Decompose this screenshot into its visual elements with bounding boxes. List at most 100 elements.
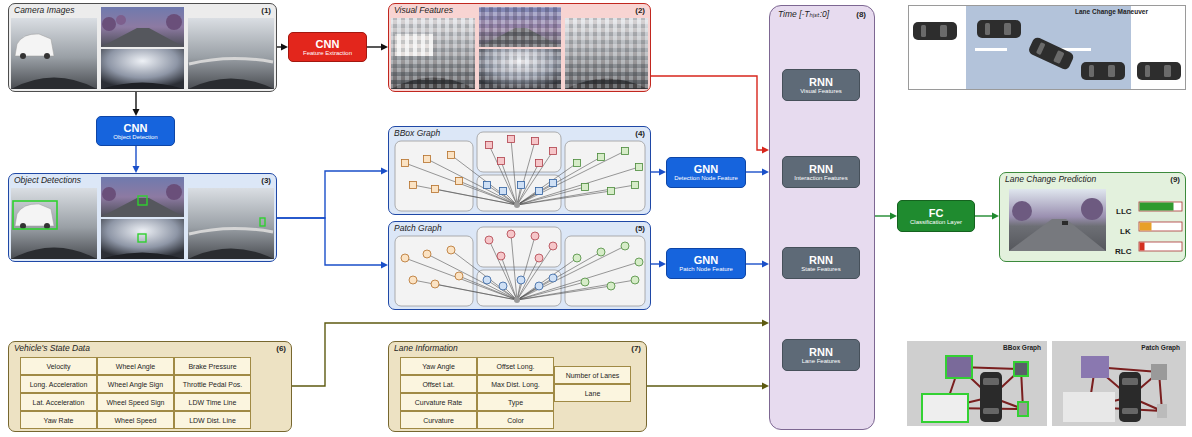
illustration-circle	[409, 276, 417, 284]
object-detections-illustration	[9, 174, 276, 261]
box-subtitle: Interaction Features	[794, 175, 847, 182]
illustration-rect	[565, 18, 648, 89]
illustration-circle	[514, 202, 520, 208]
camera-images-illustration	[9, 4, 276, 91]
illustration-use	[1137, 62, 1181, 80]
illustration-rect	[101, 177, 184, 217]
connector-line	[975, 215, 993, 216]
illustration-rect	[1014, 362, 1028, 376]
illustration-rect	[479, 49, 561, 89]
arrow-head	[659, 261, 666, 268]
illustration-header: BBox Graph	[908, 342, 1046, 351]
illustration-rect	[550, 148, 557, 155]
illustration-rect	[138, 196, 147, 205]
illustration-rect	[983, 378, 999, 385]
callout-number: (2)	[635, 6, 645, 15]
illustration-rect	[1122, 408, 1138, 414]
illustration-rect	[917, 48, 949, 51]
connector-line	[135, 146, 136, 167]
illustration-rect	[456, 178, 463, 185]
connector	[277, 44, 288, 51]
illustration-path	[11, 248, 97, 260]
illustration-rect	[477, 270, 561, 306]
box-subtitle: Detection Node Feature	[674, 175, 738, 182]
illustration-rect	[565, 236, 645, 306]
illustration-polygon	[101, 28, 184, 47]
illustration-rect	[391, 18, 475, 89]
illustration-rect	[980, 372, 1002, 422]
illustration-g	[483, 274, 557, 290]
panel-title: Time [-Tₕᵢₛₜ:0]	[778, 10, 829, 20]
illustration-circle	[531, 232, 539, 240]
connector	[651, 261, 666, 268]
connector	[746, 169, 769, 176]
illustration-rect	[424, 156, 431, 163]
illustration-g	[402, 152, 463, 193]
illustration-circle	[116, 15, 126, 25]
connector	[367, 44, 388, 51]
illustration-rect	[11, 188, 97, 259]
callout-number: (8)	[856, 10, 866, 19]
illustration-rect	[536, 160, 543, 167]
illustration-rect	[1139, 242, 1182, 251]
illustration-rect	[966, 6, 1131, 89]
callout-number: (4)	[635, 129, 645, 138]
illustration-rect	[13, 201, 57, 229]
arrow-head	[762, 320, 769, 327]
box-title: GNN	[694, 163, 718, 175]
connector	[277, 168, 388, 219]
connector-line	[647, 385, 763, 386]
arrow-head	[381, 168, 388, 175]
box-title: GNN	[694, 254, 718, 266]
connector	[875, 213, 897, 220]
illustration-circle	[499, 282, 507, 290]
panel-title: Visual Features	[394, 6, 453, 16]
illustration-path	[15, 204, 54, 226]
patch-graph-illustration	[389, 222, 650, 309]
illustration-rect	[101, 49, 184, 89]
patch-graph-example	[1053, 342, 1185, 425]
illustration-g	[485, 230, 557, 262]
visual-features-illustration	[389, 4, 650, 91]
connector-line	[135, 92, 136, 110]
illustration-g	[573, 242, 643, 290]
illustration-polygon	[1009, 219, 1106, 251]
connector-line	[746, 171, 763, 172]
illustration-rect	[448, 152, 455, 159]
illustration-rect	[1139, 222, 1182, 231]
arrow-head	[381, 262, 388, 269]
detections-panel: Object Detections(3)	[8, 173, 277, 262]
box-subtitle: Visual Features	[800, 88, 842, 95]
illustration-rect	[1062, 221, 1068, 225]
illustration-circle	[549, 274, 557, 282]
box-title: RNN	[809, 163, 833, 175]
illustration-rect	[532, 138, 539, 145]
panel-title: Object Detections	[14, 176, 81, 186]
illustration-rect	[188, 18, 274, 89]
illustration-title: Patch Graph	[1141, 344, 1180, 351]
illustration-path	[101, 253, 184, 260]
illustration-circle	[166, 14, 182, 30]
arrow-head	[890, 213, 897, 220]
illustration-circle	[1012, 201, 1032, 221]
connector	[975, 213, 999, 220]
illustration-rect	[479, 49, 561, 89]
panel-title: Patch Graph	[394, 224, 442, 234]
illustration-rect	[922, 394, 968, 422]
box-title: RNN	[809, 346, 833, 358]
illustration-rect	[508, 136, 515, 143]
arrow-head	[281, 44, 288, 51]
illustration-rect	[1009, 189, 1106, 251]
illustration-rect	[1157, 404, 1167, 418]
callout-number: (1)	[261, 6, 271, 15]
time-panel: Time [-Tₕᵢₛₜ:0](8)RNNVisual FeaturesRNNI…	[769, 5, 875, 430]
data-panel: Lane Information(7)	[388, 341, 647, 432]
illustration-rect	[188, 188, 274, 259]
illustration-rect	[498, 158, 505, 165]
illustration-rect	[632, 182, 639, 189]
illustration-circle	[423, 250, 431, 258]
panel-title: Camera Images	[14, 6, 74, 16]
illustration-rect	[395, 236, 473, 306]
connector-line	[651, 171, 660, 172]
